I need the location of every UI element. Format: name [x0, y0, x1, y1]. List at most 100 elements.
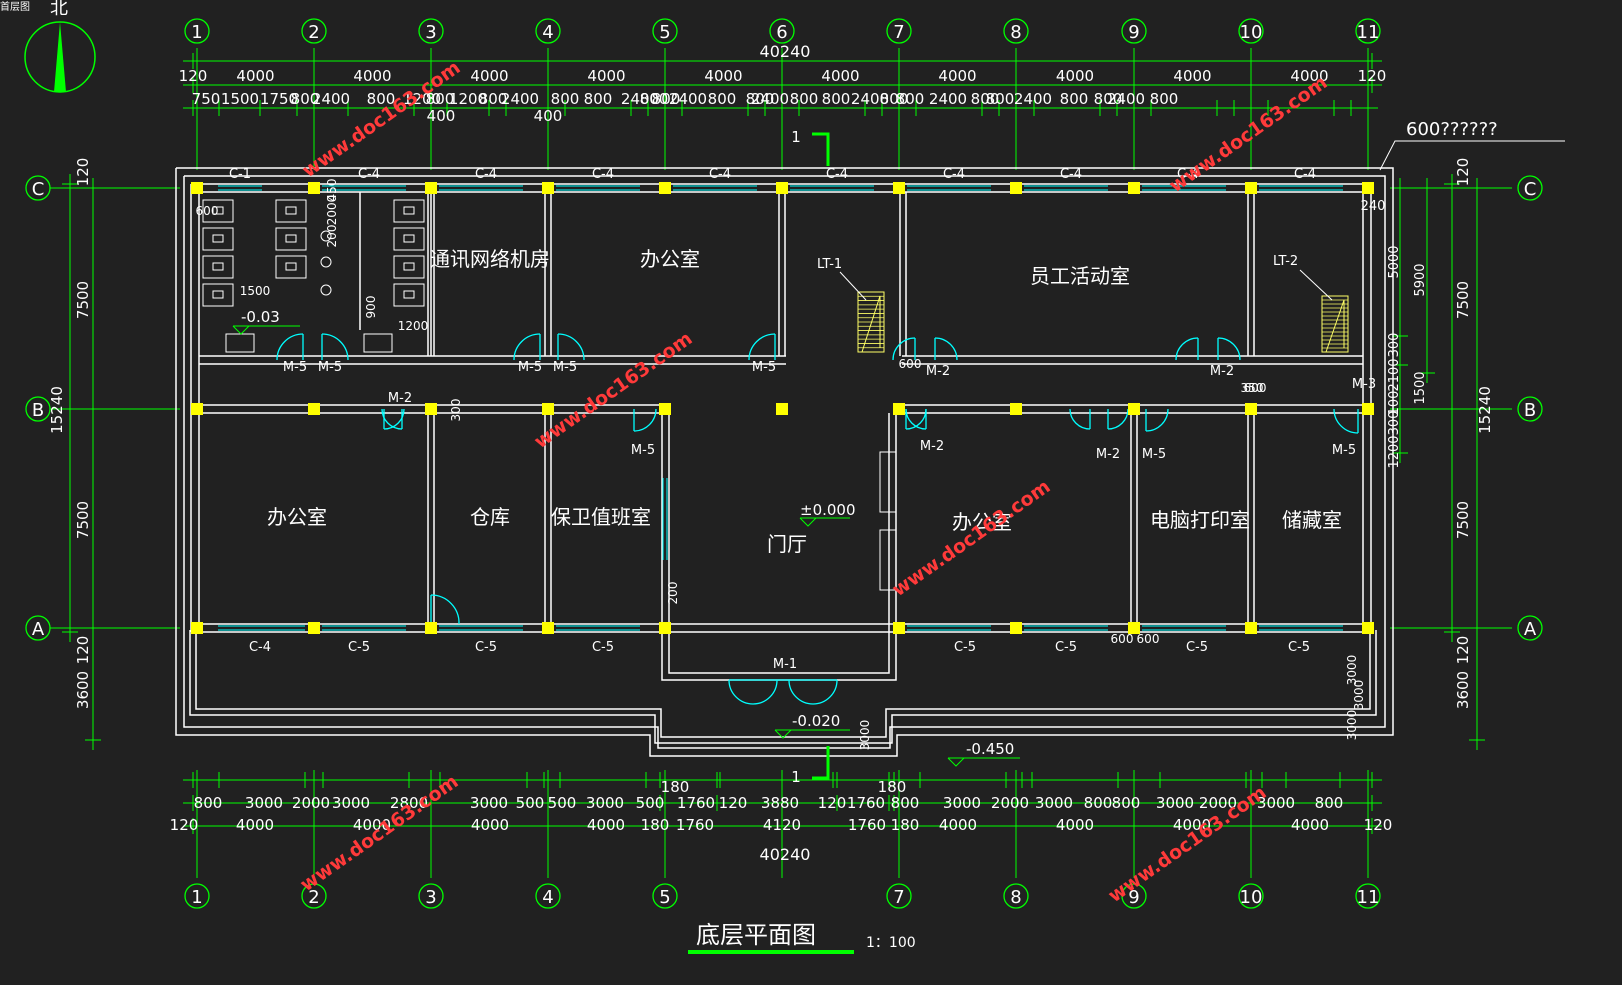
dim-top-bay: 120 [1358, 67, 1387, 85]
axis-bubble-top [1355, 18, 1381, 44]
elevation-label: -0.450 [966, 740, 1014, 758]
dim-right-inner: 100 [1387, 391, 1402, 416]
dim-top-opening: 2400 [851, 90, 889, 108]
door-swing [934, 337, 958, 361]
dim-top-bay: 4000 [353, 67, 391, 85]
dim-misc: 3000 [1352, 680, 1366, 711]
dim-top-opening: 800 [971, 90, 1000, 108]
axis-bubble-bottom [1238, 883, 1264, 909]
toilet-stall [275, 255, 307, 279]
room-name: 办公室 [640, 247, 700, 271]
column [1128, 622, 1140, 634]
dim-right: 7500 [1454, 281, 1472, 319]
column [1245, 403, 1257, 415]
dim-bottom-detail: 3000 [470, 794, 508, 812]
dim-bottom-detail: 120 [818, 794, 847, 812]
dim-bottom-bay: 1760 [676, 816, 714, 834]
dim-bottom-detail: 800 [1315, 794, 1344, 812]
column [425, 622, 437, 634]
note-leader [1379, 140, 1565, 171]
toilet-icon [212, 206, 224, 215]
hall-front-inner [668, 413, 890, 674]
urinal-icon [320, 230, 332, 242]
column [308, 622, 320, 634]
north-arrow-icon [24, 21, 96, 93]
dim-top-bay: 4000 [1173, 67, 1211, 85]
axis-bubble-top [652, 18, 678, 44]
axis-bubble-bottom [184, 883, 210, 909]
axis-label-top: 6 [776, 22, 787, 43]
room-name: 办公室 [952, 510, 1012, 534]
stairs [857, 291, 1349, 353]
dim-top-opening: 1500 [221, 90, 259, 108]
dim-misc: 600 [1137, 632, 1160, 646]
axis-bubble-top [301, 18, 327, 44]
columns [191, 182, 1374, 634]
window-label: C-4 [943, 167, 965, 182]
window-label: C-1 [229, 167, 251, 182]
door-swing [905, 408, 927, 430]
column [1010, 403, 1022, 415]
hall-front [661, 413, 897, 681]
urinal-icon [320, 256, 332, 268]
axis-bubble-top [886, 18, 912, 44]
outer-wall [175, 167, 1394, 757]
door-swing [276, 333, 304, 361]
dim-misc: 350 [1241, 381, 1264, 395]
dim-top-bay: 120 [179, 67, 208, 85]
axis-label-top: 1 [191, 22, 202, 43]
door-label: M-3 [1352, 377, 1376, 392]
windows [218, 185, 1343, 631]
column [542, 182, 554, 194]
door-swing [1217, 337, 1241, 361]
elevation-mark [947, 757, 1020, 767]
door-label: M-2 [1096, 447, 1120, 462]
stair-label: LT-1 [817, 257, 842, 272]
grid-lines [50, 48, 1512, 878]
dim-bottom-bay: 120 [170, 816, 199, 834]
door-swing [1333, 408, 1359, 434]
dim-right-inner: 1500 [1413, 371, 1428, 404]
dim-misc: 600 [899, 357, 922, 371]
dim-top-opening: 800 [551, 90, 580, 108]
column [1362, 403, 1374, 415]
dim-top-opening: 800 [367, 90, 396, 108]
toilet-stall [202, 199, 234, 223]
dim-misc: 3000 [858, 720, 872, 751]
toilet-stall [393, 283, 425, 307]
dim-misc: 900 [364, 296, 378, 319]
window-label: C-5 [475, 640, 497, 655]
dim-top-opening: 800 [746, 90, 775, 108]
dim-bottom-detail: 500 [548, 794, 577, 812]
door-swing [748, 333, 776, 361]
dim-misc: 600 [196, 204, 219, 218]
dim-bottom-bay: 4000 [1056, 816, 1094, 834]
column [308, 182, 320, 194]
door-label: M-5 [518, 360, 542, 375]
axis-label-top: 10 [1240, 22, 1263, 43]
dim-bottom-detail: 3880 [761, 794, 799, 812]
axis-label-left: A [32, 619, 45, 640]
elevation-label: -0.020 [792, 712, 840, 730]
dim-bottom-detail: 2000 [292, 794, 330, 812]
elevation-label: -0.03 [241, 308, 280, 326]
axis-label-bottom: 5 [659, 887, 670, 908]
room-name: 储藏室 [1282, 508, 1342, 532]
column [893, 403, 905, 415]
door-swing [430, 594, 460, 625]
dim-bottom-detail: 800 [891, 794, 920, 812]
window-label: C-5 [1055, 640, 1077, 655]
door-swing [892, 337, 916, 361]
dim-bottom-detail: 3000 [1156, 794, 1194, 812]
axis-label-top: 3 [425, 22, 436, 43]
dim-bottom-detail: 1760 [847, 794, 885, 812]
axis-label-top: 2 [308, 22, 319, 43]
outer-wall-inner [183, 175, 1386, 749]
dim-bottom-detail: 2000 [991, 794, 1029, 812]
dim-top-opening: 2400 [751, 90, 789, 108]
elevation-mark [799, 517, 850, 527]
dim-left: 120 [74, 158, 92, 187]
axis-bubble-top [1238, 18, 1264, 44]
axis-label-bottom: 10 [1240, 887, 1263, 908]
dim-top-opening: 800 [584, 90, 613, 108]
